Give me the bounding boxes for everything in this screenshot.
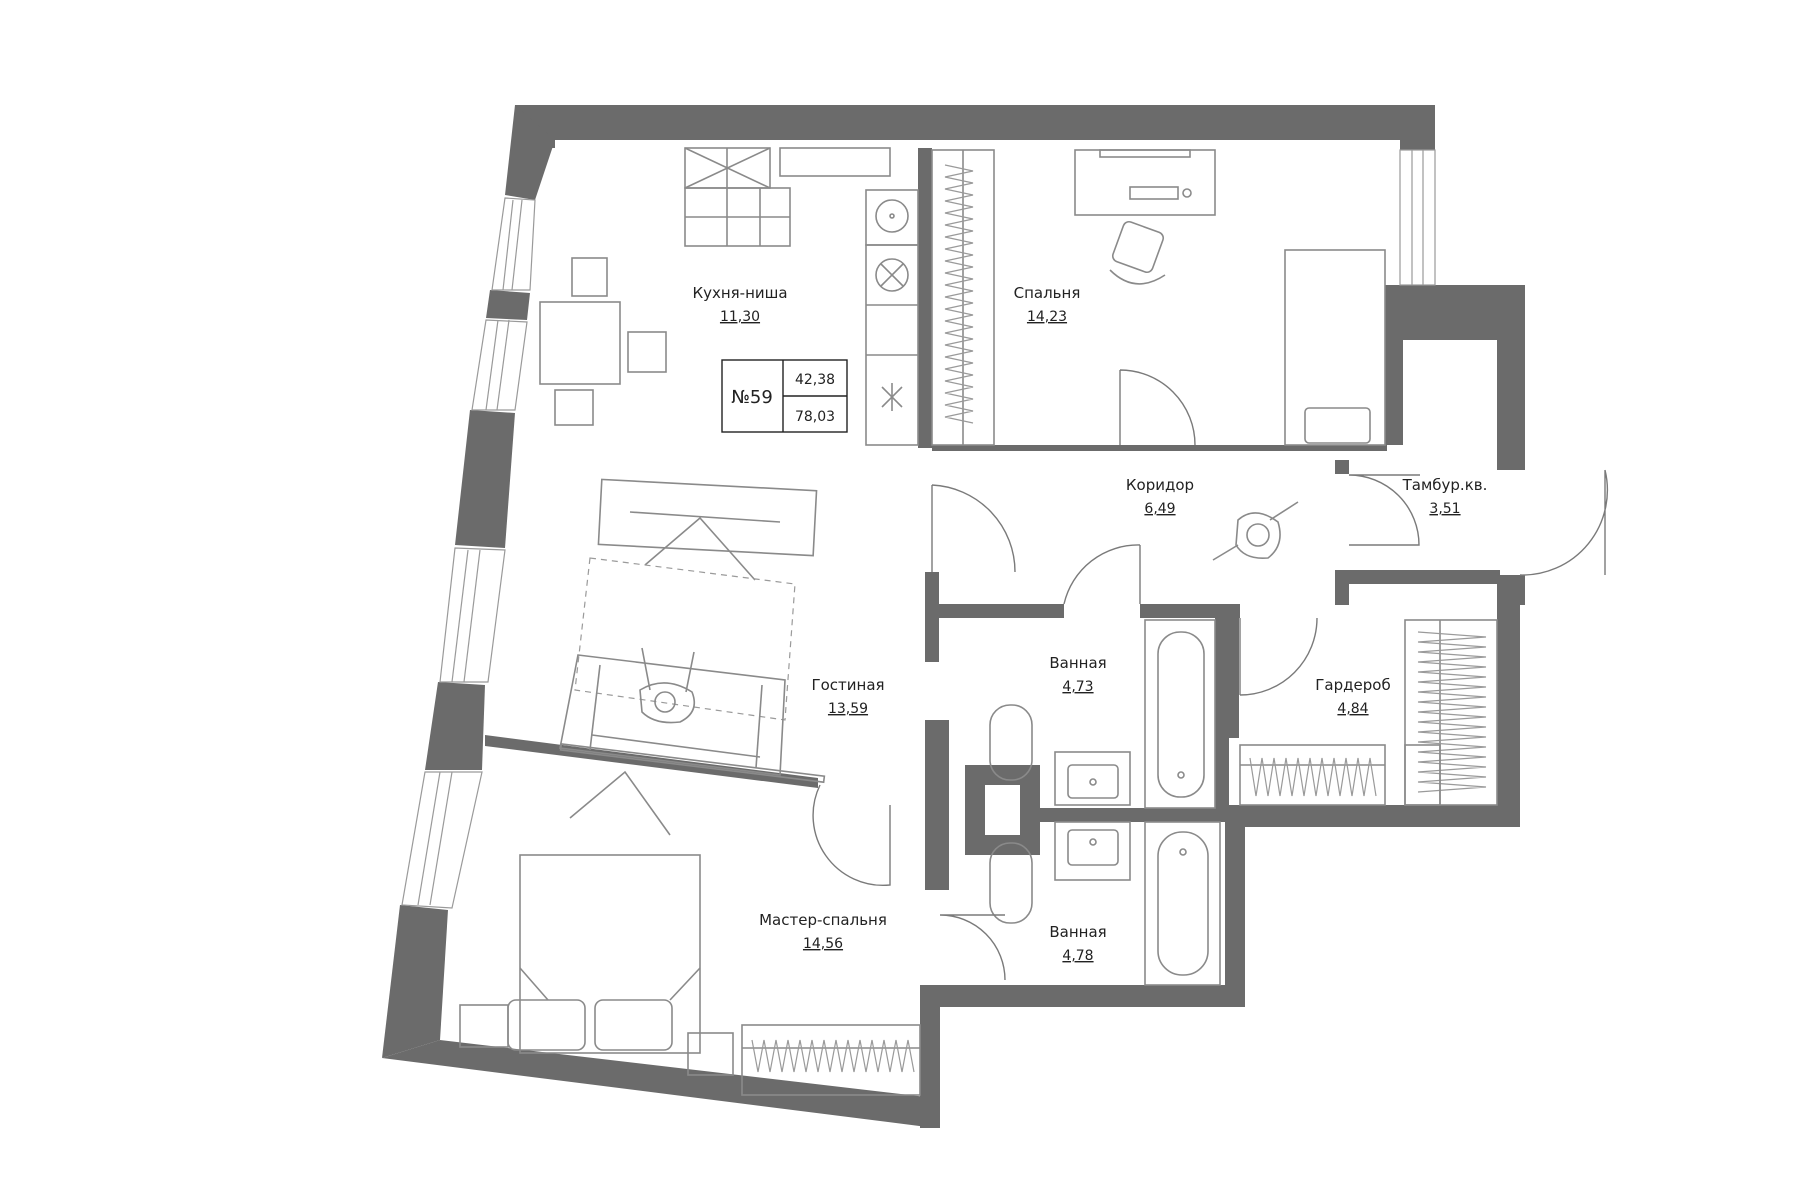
room-area-living: 13,59 [828, 701, 868, 717]
wall-vestibule-left2 [1335, 570, 1349, 605]
desk-chair [1109, 220, 1166, 285]
doors [812, 369, 1609, 981]
bedroom-furniture [931, 149, 1386, 446]
wall-wardrobe-bottom [1225, 805, 1520, 827]
apartment-total-area: 78,03 [795, 409, 835, 425]
room-name-bath1: Ванная [1049, 654, 1106, 672]
bathtub-1 [1144, 619, 1216, 809]
wall-bath1-right [1215, 618, 1229, 818]
tv-console [597, 478, 818, 557]
apartment-living-area: 42,38 [795, 372, 835, 388]
room-name-master: Мастер-спальня [759, 911, 887, 929]
wardrobe-room-furniture [1239, 619, 1498, 806]
apartment-number: №59 [731, 387, 773, 408]
wardrobe-master [741, 1024, 921, 1096]
wall-left-pier1 [486, 290, 530, 320]
room-name-corridor: Коридор [1126, 476, 1194, 494]
sink-2 [1054, 821, 1131, 881]
wall-corridor-bottom-left [925, 572, 939, 662]
wall-wardrobe-right [1497, 575, 1520, 827]
door-master [812, 784, 891, 887]
wardrobe-hangers-bedroom [944, 164, 974, 424]
wall-corridor-top [932, 445, 1387, 451]
person-icon-living [639, 647, 696, 724]
room-area-bedroom: 14,23 [1027, 309, 1067, 325]
windows [401, 149, 1436, 909]
room-area-vestibule: 3,51 [1429, 501, 1460, 517]
sofa [559, 654, 786, 776]
wall-vestibule-left [1335, 460, 1349, 474]
rug [574, 557, 796, 721]
tv-console-master [559, 743, 826, 784]
room-labels: Кухня-ниша 11,30 Спальня 14,23 Коридор 6… [692, 284, 1487, 964]
toilet-2 [989, 842, 1033, 924]
wall-kitchen-bedroom [918, 148, 932, 448]
desk [1074, 149, 1216, 216]
shaft-gap-1 [950, 785, 965, 800]
door-wardrobe [1239, 617, 1318, 696]
room-area-corridor: 6,49 [1144, 501, 1175, 517]
door-bath1 [1063, 544, 1141, 605]
wall-bath2-bottom [920, 985, 1245, 1007]
window-kitchen-2 [471, 319, 528, 411]
shaft-gap-2 [950, 822, 965, 837]
bath-fixtures [989, 619, 1221, 986]
wall-bath-mid [1040, 808, 1225, 822]
bathtub-2 [1144, 821, 1221, 986]
wall-bath2-right [1225, 820, 1245, 1007]
walls [382, 105, 1525, 1128]
wall-bedroom-right [1385, 285, 1403, 445]
window-master [401, 771, 483, 909]
door-living [931, 484, 1016, 573]
room-name-kitchen: Кухня-ниша [692, 284, 787, 302]
room-area-master: 14,56 [803, 936, 843, 952]
wall-vestibule-right [1385, 285, 1525, 470]
bed-bedroom [1284, 249, 1386, 446]
wall-left-pier3 [425, 682, 485, 770]
sink-1 [1054, 751, 1131, 806]
dining-table [539, 301, 621, 385]
door-entrance [1519, 469, 1609, 576]
room-name-vestibule: Тамбур.кв. [1402, 476, 1488, 494]
wall-left-lower [382, 905, 448, 1058]
wall-master-right [920, 985, 940, 1128]
master-furniture [459, 743, 921, 1096]
toilet-1 [989, 704, 1033, 781]
person-icon-corridor [1212, 501, 1299, 561]
wall-bath-left [925, 720, 949, 890]
room-area-bath2: 4,78 [1062, 948, 1093, 964]
apartment-badge: №59 42,38 78,03 [721, 359, 848, 433]
door-vestibule [1348, 474, 1420, 546]
wall-corridor-bottom-right [1335, 570, 1500, 584]
door-bath2 [939, 914, 1006, 981]
room-name-bath2: Ванная [1049, 923, 1106, 941]
wall-corridor-bottom [939, 604, 1064, 618]
window-bedroom [1399, 149, 1436, 286]
wall-bottom [382, 1040, 935, 1128]
shaft-inner [985, 785, 1020, 835]
wardrobe-hangers-master [751, 1039, 915, 1073]
kitchen-furniture [539, 147, 919, 446]
window-kitchen [491, 197, 536, 291]
room-name-living: Гостиная [811, 676, 884, 694]
room-area-bath1: 4,73 [1062, 679, 1093, 695]
room-name-wardrobe: Гардероб [1315, 676, 1390, 694]
wall-left-upper [505, 105, 555, 200]
wall-top [515, 105, 1435, 148]
wall-top-right [1400, 105, 1435, 150]
wall-corridor-bottom-mid [1140, 604, 1240, 618]
living-furniture [559, 478, 818, 776]
room-area-wardrobe: 4,84 [1337, 701, 1368, 717]
bed-master [519, 854, 701, 1054]
wall-left-pier2 [455, 410, 515, 548]
wall-vestibule-pier [1497, 575, 1525, 605]
room-area-kitchen: 11,30 [720, 309, 760, 325]
wall-wardrobe-left [1229, 618, 1239, 738]
door-bedroom [1119, 369, 1196, 446]
window-living [439, 547, 506, 683]
room-name-bedroom: Спальня [1014, 284, 1081, 302]
